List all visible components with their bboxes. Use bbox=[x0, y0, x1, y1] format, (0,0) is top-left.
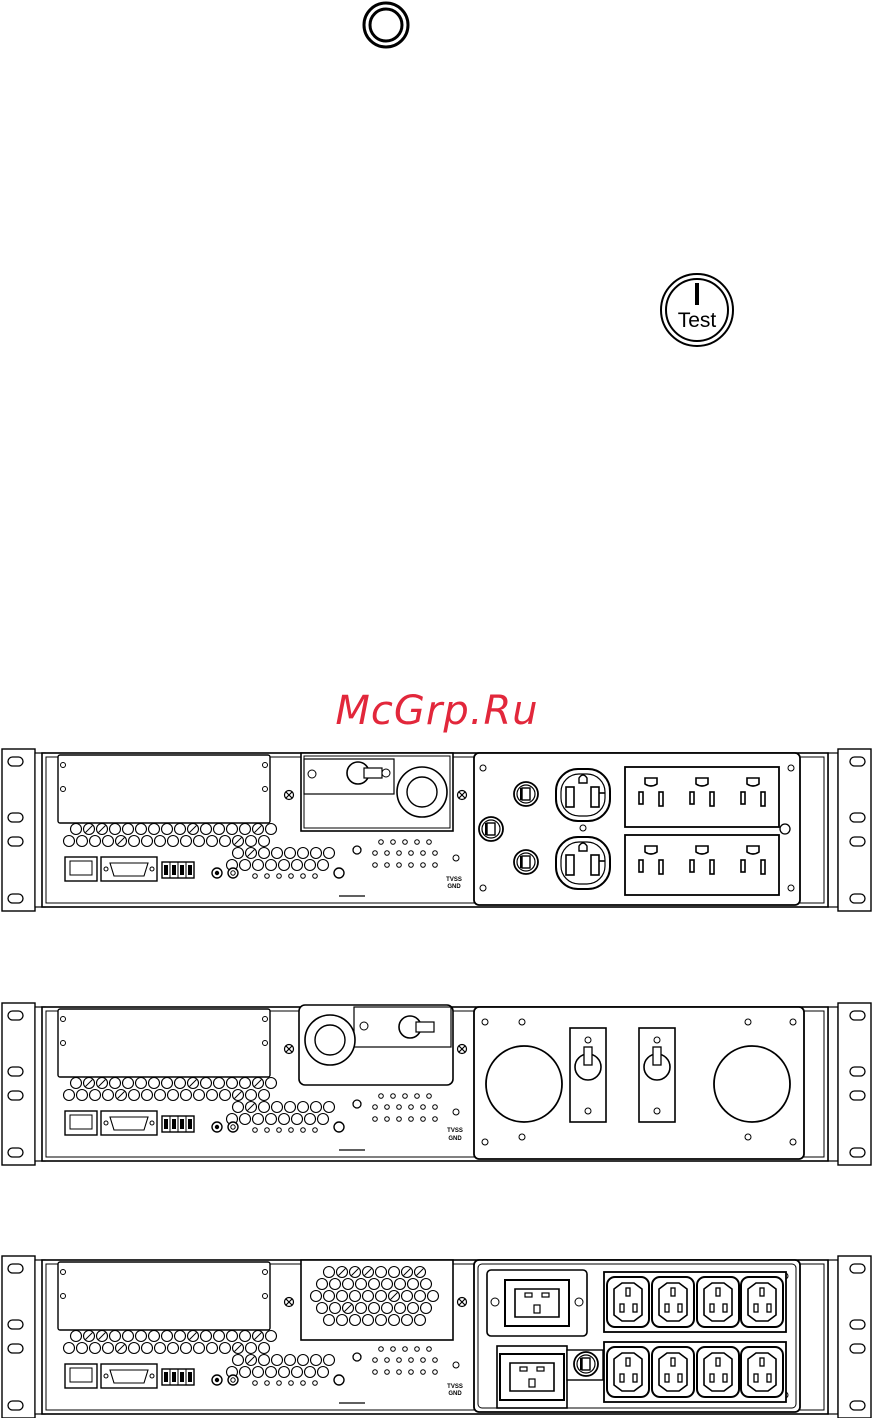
power-off-icon bbox=[364, 3, 408, 47]
rear-panel-c: TVSS GND bbox=[2, 1256, 871, 1418]
test-label: Test bbox=[678, 309, 717, 332]
tvss-label: TVSS bbox=[447, 1128, 463, 1134]
watermark: McGrp.Ru bbox=[0, 688, 874, 734]
power-test-icon: Test bbox=[661, 274, 733, 346]
gnd-label: GND bbox=[447, 884, 461, 890]
tvss-label: TVSS bbox=[446, 877, 462, 883]
gnd-label: GND bbox=[448, 1136, 462, 1142]
gnd-label: GND bbox=[448, 1391, 462, 1397]
tvss-label: TVSS bbox=[447, 1384, 463, 1390]
rear-panel-b: TVSS GND bbox=[2, 1003, 871, 1165]
rear-panel-a: TVSS GND bbox=[2, 749, 871, 911]
